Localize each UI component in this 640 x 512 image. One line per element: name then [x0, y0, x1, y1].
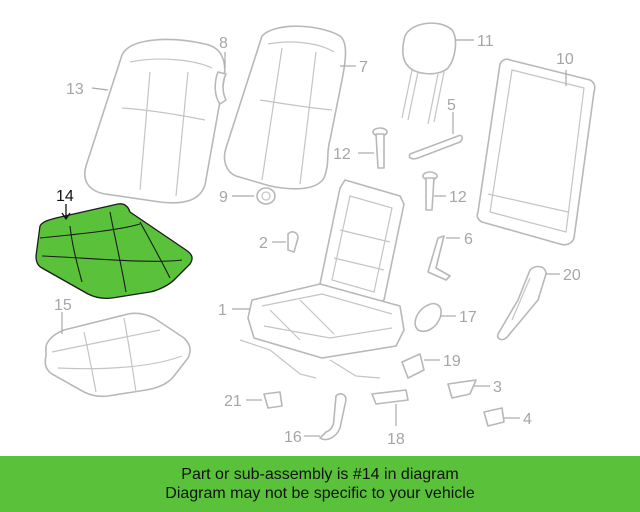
callout-19[interactable]: 19 [443, 353, 461, 370]
callout-3[interactable]: 3 [493, 379, 502, 396]
part-9-grommet[interactable] [256, 187, 276, 205]
part-8-clip[interactable] [214, 71, 227, 105]
part-20-side-trim[interactable] [496, 265, 547, 341]
callout-16[interactable]: 16 [284, 429, 302, 446]
callout-7[interactable]: 7 [359, 59, 368, 76]
part-17-cover-cap[interactable] [414, 302, 442, 333]
part-11-headrest[interactable] [401, 22, 457, 125]
callout-8[interactable]: 8 [219, 35, 228, 52]
callout-18[interactable]: 18 [387, 431, 405, 448]
part-12-guide-sleeve-b[interactable] [422, 171, 438, 211]
callout-12a[interactable]: 12 [333, 146, 351, 163]
part-1-seat-frame[interactable] [239, 179, 405, 379]
callout-21[interactable]: 21 [224, 393, 242, 410]
part-6-lever[interactable] [427, 235, 451, 281]
part-4-knob[interactable] [483, 407, 505, 427]
info-banner: Part or sub-assembly is #14 in diagram D… [0, 456, 640, 512]
part-3-bracket[interactable] [447, 379, 477, 399]
callout-11[interactable]: 11 [477, 33, 494, 50]
seat-parts-diagram: 13 8 7 11 10 5 12 [35, 22, 596, 448]
part-12-guide-sleeve-a[interactable] [372, 127, 388, 169]
callout-20[interactable]: 20 [563, 267, 581, 284]
callout-5[interactable]: 5 [447, 97, 456, 114]
callout-10[interactable]: 10 [556, 51, 574, 68]
callout-13[interactable]: 13 [66, 81, 84, 98]
part-15-seat-cushion-cover[interactable] [44, 312, 191, 398]
leader-13 [91, 87, 109, 91]
part-19-switch[interactable] [401, 353, 425, 379]
leader-14 [61, 204, 71, 221]
callout-6[interactable]: 6 [464, 231, 473, 248]
callout-1[interactable]: 1 [218, 302, 227, 319]
callout-15[interactable]: 15 [54, 297, 72, 314]
part-18-handle[interactable] [371, 389, 409, 405]
part-13-seatback-cover[interactable] [84, 38, 226, 204]
callout-9[interactable]: 9 [219, 189, 228, 206]
callout-4[interactable]: 4 [523, 411, 532, 428]
callout-2[interactable]: 2 [259, 235, 268, 252]
part-2-clip[interactable] [287, 231, 299, 253]
part-14-seat-cushion-pad[interactable] [35, 203, 193, 300]
part-7-seatback-pad[interactable] [223, 25, 347, 190]
part-10-back-panel[interactable] [476, 58, 596, 246]
banner-line-disclaimer: Diagram may not be specific to your vehi… [165, 485, 475, 502]
banner-line-part: Part or sub-assembly is #14 in diagram [181, 466, 459, 483]
part-21-clip[interactable] [263, 391, 283, 409]
callout-14[interactable]: 14 [56, 188, 74, 205]
part-14-fill [35, 203, 193, 300]
part-5-bracket[interactable] [408, 134, 463, 160]
callout-17[interactable]: 17 [459, 309, 477, 326]
part-16-trim-strip[interactable] [319, 393, 347, 441]
callout-12b[interactable]: 12 [449, 189, 467, 206]
